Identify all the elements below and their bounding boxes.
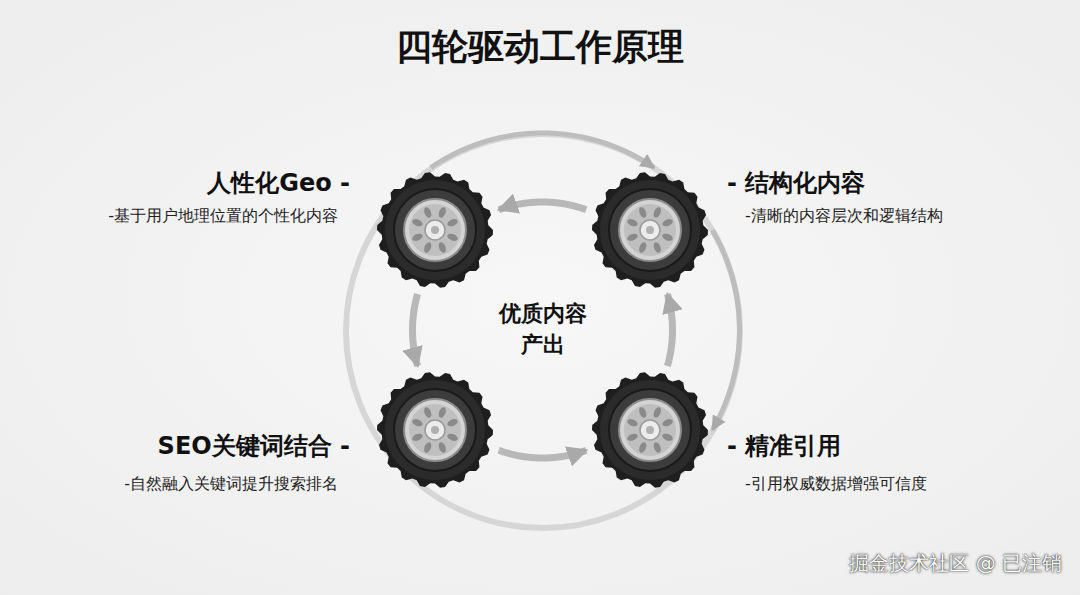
tire-illustration [592,172,708,288]
outer-ring [346,134,740,528]
wheel-rim-inner [409,204,461,256]
rim-hole [411,232,424,242]
wheel-hub [425,220,445,240]
center-label: 优质内容 产出 [493,298,593,360]
wheel-cap [431,426,439,434]
rim-hole [652,241,662,254]
tire-tread [377,372,493,488]
node-heading: - 精准引用 [727,431,841,461]
wheel-rim-inner [409,404,461,456]
wheel-rim [619,399,681,461]
rim-hole [626,418,639,428]
node-description: -基于用户地理位置的个性化内容 [108,205,338,227]
wheel-hub [425,420,445,440]
rim-hole [626,232,639,242]
tire-tread [377,172,493,288]
tire-illustration [377,372,493,488]
flow-arrow [712,230,739,429]
rim-hole [661,418,674,428]
rim-hole [423,241,433,254]
rim-hole [652,441,662,454]
tire-node: 人性化Geo --基于用户地理位置的个性化内容 [377,172,493,288]
flow-arrow [499,450,587,458]
tire-sidewall [394,389,476,471]
rim-hole [411,218,424,228]
tire-node: - 结构化内容-清晰的内容层次和逻辑结构 [592,172,708,288]
wheel-rim [404,199,466,261]
tire-body [385,180,485,280]
tire-sidewall [609,189,691,271]
flow-arrow [431,133,654,168]
tire-body [385,380,485,480]
wheel-rim-inner [624,404,676,456]
tire-node: SEO关键词结合 --自然融入关键词提升搜索排名 [377,372,493,488]
rim-hole [638,406,648,419]
rim-hole [423,406,433,419]
rim-hole [652,206,662,219]
wheel-hub [640,220,660,240]
node-heading: 人性化Geo - [207,168,350,198]
rim-hole [661,432,674,442]
rim-hole [638,206,648,219]
watermark: 掘金技术社区 @ 已注销 [849,549,1062,577]
rim-hole [661,232,674,242]
rim-hole [626,432,639,442]
node-heading: - 结构化内容 [727,168,865,198]
tire-sidewall [394,189,476,271]
tire-body [600,380,700,480]
diagram-title: 四轮驱动工作原理 [0,24,1080,70]
rim-hole [446,218,459,228]
wheel-cap [431,226,439,234]
rim-hole [411,418,424,428]
rim-hole [411,432,424,442]
rim-hole [446,418,459,428]
rim-hole [626,218,639,228]
node-description: -清晰的内容层次和逻辑结构 [745,205,943,227]
tire-body [600,180,700,280]
flow-arrow [667,294,672,366]
wheel-hub [640,420,660,440]
rim-hole [437,406,447,419]
wheel-rim [404,399,466,461]
node-heading: SEO关键词结合 - [158,431,350,461]
rim-hole [423,441,433,454]
wheel-cap [646,226,654,234]
tire-tread [592,172,708,288]
tire-illustration [592,372,708,488]
tire-node: - 精准引用-引用权威数据增强可信度 [592,372,708,488]
rim-hole [423,206,433,219]
rim-hole [652,406,662,419]
rim-hole [437,241,447,254]
wheel-rim-inner [624,204,676,256]
rim-hole [661,218,674,228]
rim-hole [638,241,648,254]
node-description: -引用权威数据增强可信度 [745,473,927,495]
wheel-rim [619,199,681,261]
rim-hole [446,232,459,242]
tire-tread [592,372,708,488]
tire-illustration [377,172,493,288]
rim-hole [638,441,648,454]
flow-arrow [413,294,418,366]
rim-hole [437,441,447,454]
tire-sidewall [609,389,691,471]
rim-hole [437,206,447,219]
node-description: -自然融入关键词提升搜索排名 [124,473,338,495]
rim-hole [446,432,459,442]
flow-arrow [499,202,587,210]
wheel-cap [646,426,654,434]
